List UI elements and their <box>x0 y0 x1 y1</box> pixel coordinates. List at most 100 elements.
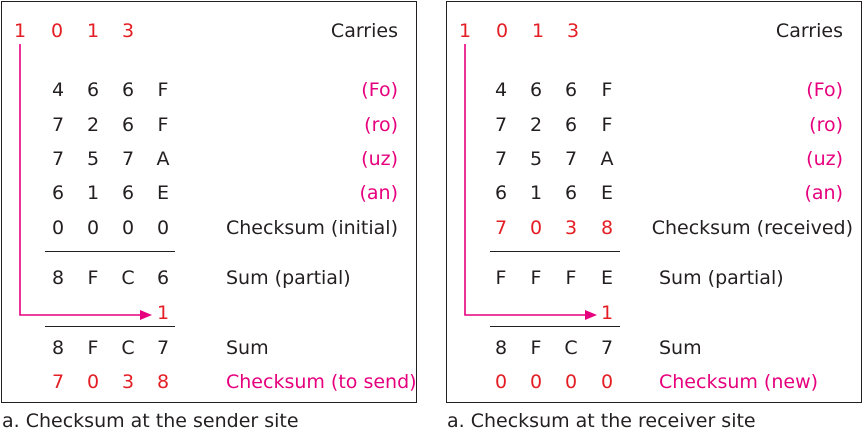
checksum-result-digit: 8 <box>156 371 170 393</box>
word-digit: 6 <box>564 182 578 204</box>
checksum-received-label: Checksum (received) <box>651 217 853 239</box>
sum-digit: C <box>121 337 135 359</box>
checksum-result-digit: 7 <box>51 371 65 393</box>
sum-digit: 7 <box>156 337 170 359</box>
sum-digit: F <box>530 337 542 359</box>
checksum-initial-digit: 0 <box>156 217 170 239</box>
carry-digit: 3 <box>121 20 135 42</box>
wraparound-carry-arrow <box>464 44 597 320</box>
carries-label: Carries <box>330 20 398 42</box>
sum-digit: 8 <box>494 337 508 359</box>
sum-rule <box>45 326 175 327</box>
carry-digit: 0 <box>495 20 509 42</box>
ascii-pair-label: (Fo) <box>806 79 843 101</box>
checksum-received-digit: 8 <box>600 217 614 239</box>
word-digit: 6 <box>564 79 578 101</box>
wraparound-carry-digit: 1 <box>600 302 614 324</box>
word-digit: 7 <box>51 114 65 136</box>
checksum-received-digit: 3 <box>564 217 578 239</box>
partial-sum-digit: 6 <box>156 267 170 289</box>
word-digit: A <box>156 148 170 170</box>
wraparound-carry-arrow <box>19 44 152 320</box>
partial-sum-label: Sum (partial) <box>659 267 784 289</box>
checksum-new-digit: 0 <box>564 371 578 393</box>
checksum-received-digit: 7 <box>494 217 508 239</box>
carry-digit: 1 <box>531 20 545 42</box>
word-digit: 6 <box>529 79 543 101</box>
word-digit: F <box>157 114 169 136</box>
partial-sum-digit: 8 <box>51 267 65 289</box>
sender-checksum-panel: 1 0 1 3 Carries 4 6 6 F (Fo) 7 2 6 F (ro… <box>1 1 417 403</box>
carry-digit: 1 <box>13 20 27 42</box>
word-digit: 6 <box>86 79 100 101</box>
word-digit: 6 <box>121 79 135 101</box>
sum-label: Sum <box>226 337 269 359</box>
checksum-initial-label: Checksum (initial) <box>225 217 398 239</box>
sum-digit: 7 <box>600 337 614 359</box>
word-digit: 7 <box>564 148 578 170</box>
partial-sum-digit: F <box>495 267 507 289</box>
ascii-pair-label: (ro) <box>809 114 843 136</box>
word-digit: E <box>156 182 169 204</box>
sum-digit: F <box>87 337 99 359</box>
word-digit: 6 <box>121 114 135 136</box>
checksum-result-digit: 3 <box>121 371 135 393</box>
word-digit: 5 <box>529 148 543 170</box>
ascii-pair-label: (an) <box>804 182 843 204</box>
carry-digit: 1 <box>458 20 472 42</box>
sender-caption: a. Checksum at the sender site <box>2 410 299 432</box>
word-digit: F <box>601 79 613 101</box>
checksum-result-digit: 0 <box>86 371 100 393</box>
word-digit: 7 <box>494 148 508 170</box>
ascii-pair-label: (uz) <box>806 148 843 170</box>
checksum-new-digit: 0 <box>529 371 543 393</box>
word-digit: 7 <box>121 148 135 170</box>
partial-sum-digit: F <box>87 267 99 289</box>
partial-sum-digit: C <box>121 267 135 289</box>
word-digit: 6 <box>51 182 65 204</box>
carry-digit: 1 <box>86 20 100 42</box>
checksum-new-digit: 0 <box>494 371 508 393</box>
word-digit: 2 <box>86 114 100 136</box>
ascii-pair-label: (uz) <box>361 148 398 170</box>
checksum-initial-digit: 0 <box>86 217 100 239</box>
partial-sum-label: Sum (partial) <box>226 267 351 289</box>
word-digit: F <box>157 79 169 101</box>
sum-digit: 8 <box>51 337 65 359</box>
receiver-caption: a. Checksum at the receiver site <box>447 410 756 432</box>
partial-sum-digit: F <box>565 267 577 289</box>
carry-digit: 3 <box>566 20 580 42</box>
partial-sum-digit: E <box>600 267 613 289</box>
word-digit: 1 <box>86 182 100 204</box>
checksum-received-digit: 0 <box>529 217 543 239</box>
word-digit: 7 <box>494 114 508 136</box>
addition-rule <box>45 251 175 252</box>
word-digit: F <box>601 114 613 136</box>
checksum-new-digit: 0 <box>600 371 614 393</box>
addition-rule <box>490 251 620 252</box>
word-digit: A <box>600 148 614 170</box>
word-digit: 2 <box>529 114 543 136</box>
partial-sum-digit: F <box>530 267 542 289</box>
checksum-new-label: Checksum (new) <box>659 371 819 393</box>
sum-digit: C <box>564 337 578 359</box>
word-digit: 5 <box>86 148 100 170</box>
carry-digit: 0 <box>50 20 64 42</box>
word-digit: 7 <box>51 148 65 170</box>
word-digit: 1 <box>529 182 543 204</box>
word-digit: 6 <box>564 114 578 136</box>
word-digit: 4 <box>51 79 65 101</box>
wraparound-carry-digit: 1 <box>156 302 170 324</box>
ascii-pair-label: (Fo) <box>361 79 398 101</box>
sum-label: Sum <box>659 337 702 359</box>
checksum-initial-digit: 0 <box>121 217 135 239</box>
word-digit: E <box>600 182 613 204</box>
word-digit: 4 <box>494 79 508 101</box>
ascii-pair-label: (ro) <box>364 114 398 136</box>
checksum-to-send-label: Checksum (to send) <box>226 371 417 393</box>
ascii-pair-label: (an) <box>359 182 398 204</box>
sum-rule <box>490 326 620 327</box>
word-digit: 6 <box>121 182 135 204</box>
word-digit: 6 <box>494 182 508 204</box>
carries-label: Carries <box>775 20 843 42</box>
